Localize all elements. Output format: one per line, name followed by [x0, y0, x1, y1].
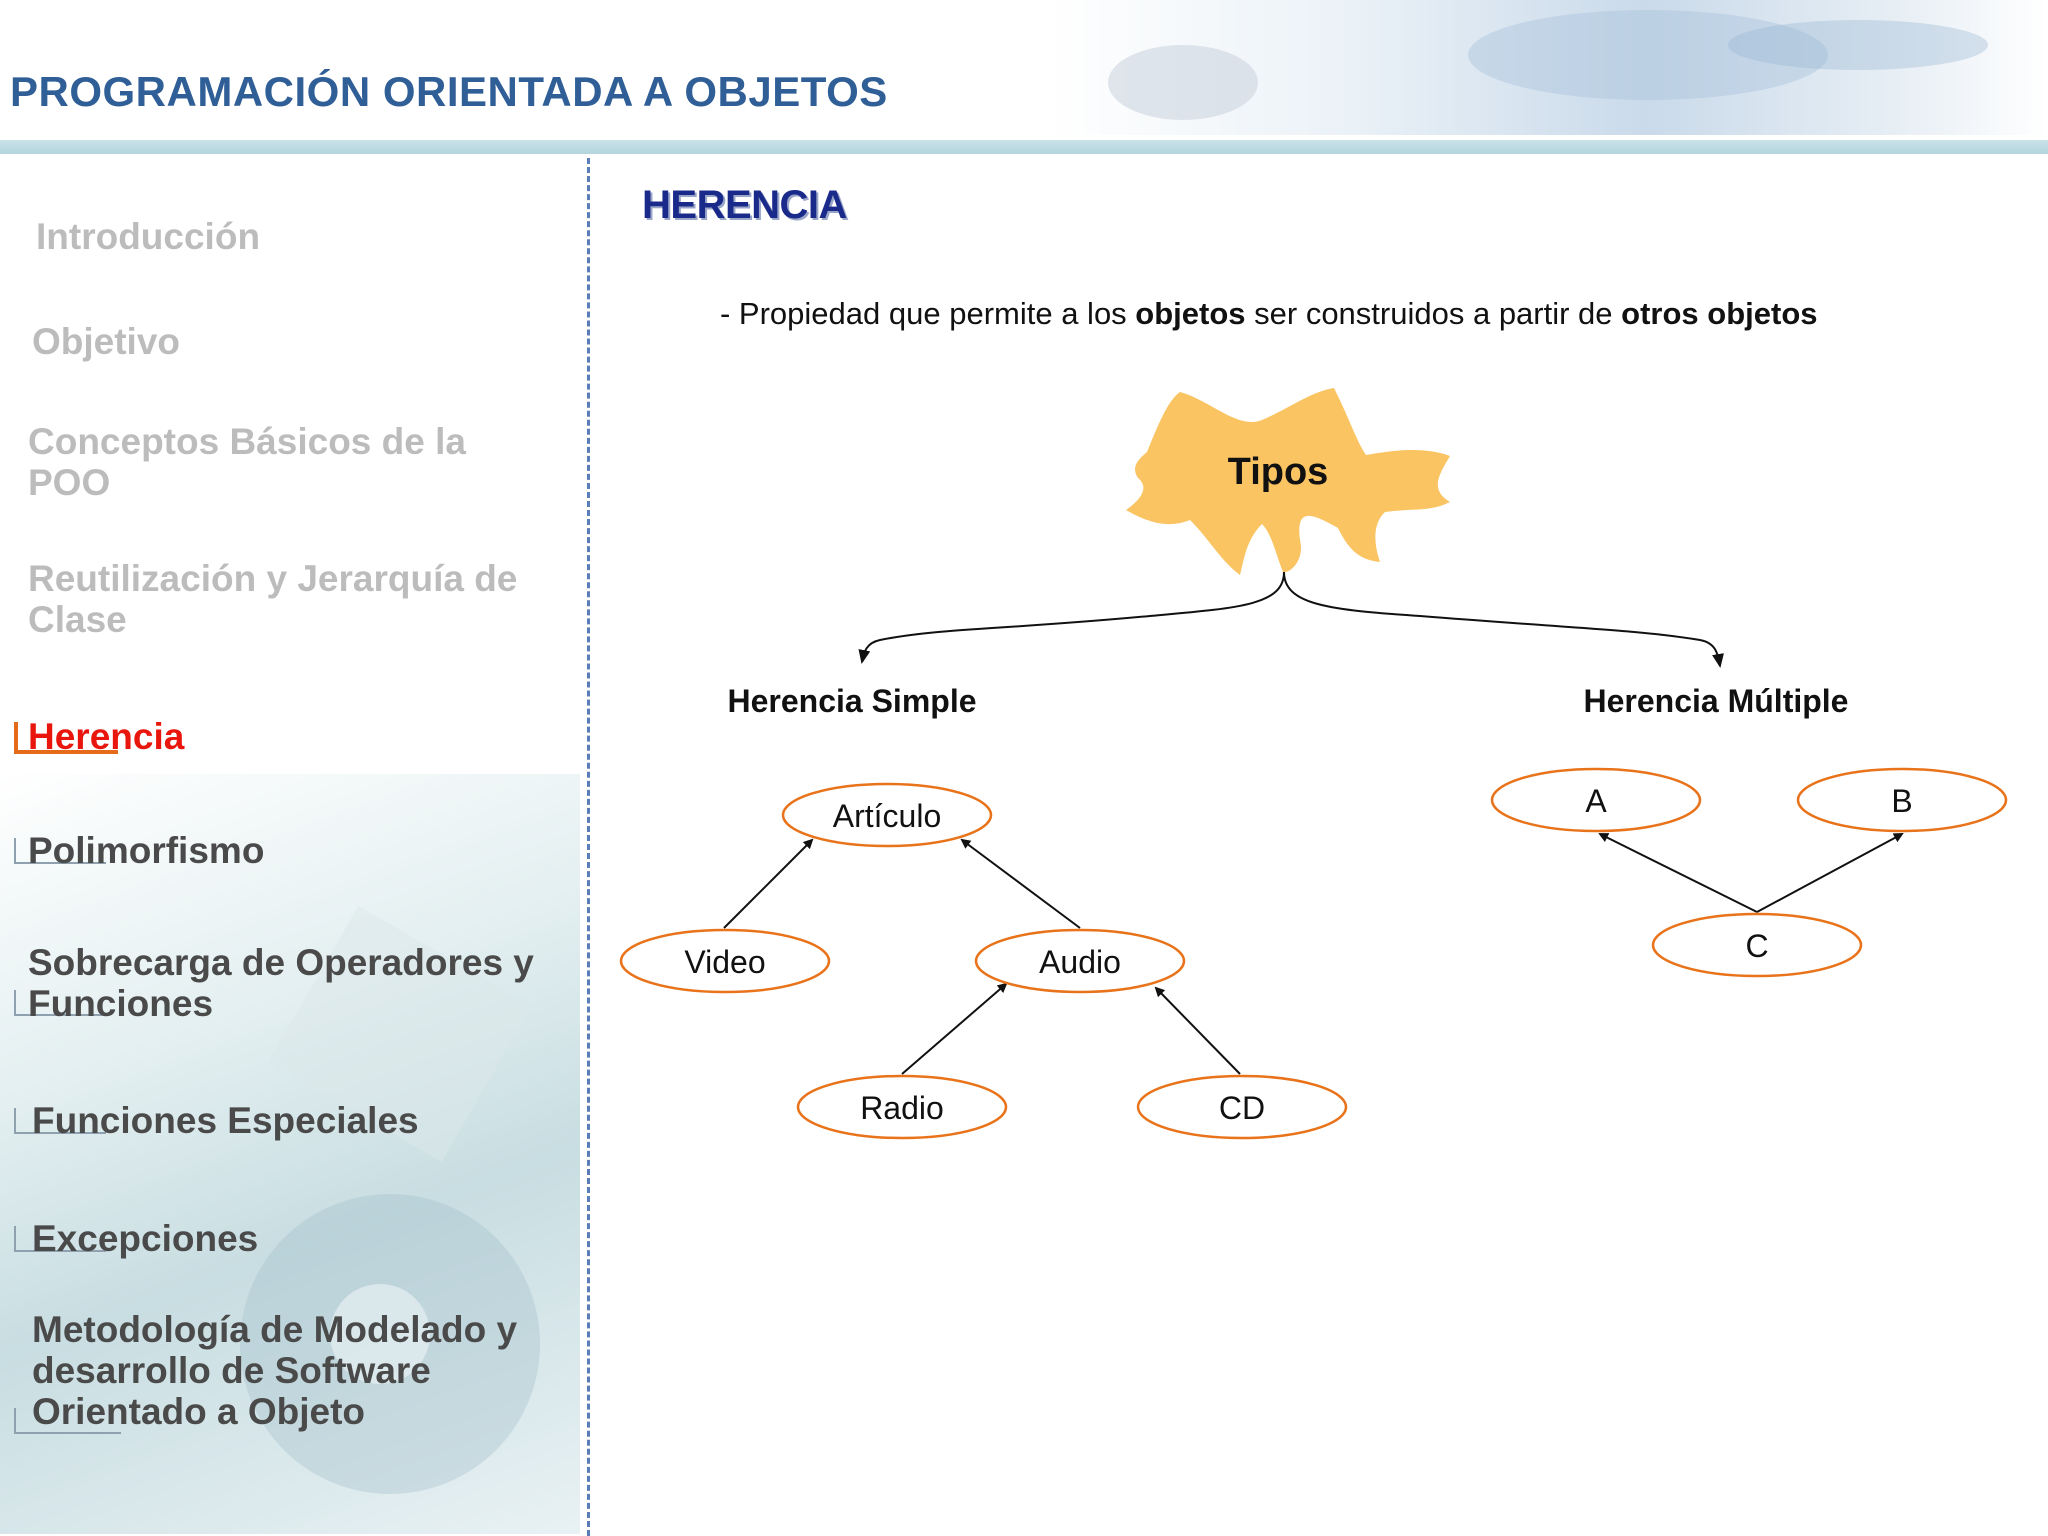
node-b — [1796, 767, 2008, 833]
description-part: - Propiedad que permite a los — [720, 296, 1136, 331]
nav-marker — [14, 1408, 121, 1434]
header-divider-bar — [0, 140, 2048, 154]
nav-marker-active — [14, 722, 118, 754]
node-radio — [796, 1074, 1008, 1140]
node-a — [1490, 767, 1702, 833]
nav-item-polimorfismo[interactable]: Polimorfismo — [28, 830, 265, 871]
header: PROGRAMACIÓN ORIENTADA A OBJETOS — [0, 0, 2048, 140]
nav-item-conceptos-basicos[interactable]: Conceptos Básicos de la POO — [28, 421, 466, 503]
node-c — [1651, 912, 1863, 978]
description-text: - Propiedad que permite a los objetos se… — [720, 296, 1818, 332]
node-radio-label: Radio — [860, 1090, 944, 1126]
node-video — [619, 928, 831, 994]
edge-radio-audio — [901, 982, 1008, 1075]
brace-connector — [858, 571, 1285, 664]
nav-marker — [14, 1108, 106, 1134]
sidebar-background-image — [0, 774, 580, 1534]
node-cd — [1136, 1074, 1348, 1140]
nav-marker — [14, 990, 106, 1016]
tipos-label: Tipos — [1228, 451, 1329, 493]
sidebar — [0, 154, 586, 1536]
edge-c-a — [1598, 833, 1758, 913]
description-bold: otros objetos — [1621, 296, 1818, 331]
node-articulo — [781, 782, 993, 848]
description-part: ser construidos a partir de — [1245, 296, 1622, 331]
node-cd-label: CD — [1219, 1090, 1265, 1126]
node-audio-label: Audio — [1039, 944, 1121, 980]
nav-marker — [14, 838, 106, 864]
nav-item-funciones-especiales[interactable]: Funciones Especiales — [32, 1100, 419, 1141]
edge-c-b — [1756, 833, 1904, 913]
edge-audio-articulo — [960, 838, 1081, 929]
node-b-label: B — [1891, 783, 1912, 819]
node-c-label: C — [1745, 928, 1768, 964]
nav-item-introduccion[interactable]: Introducción — [36, 216, 261, 257]
node-video-label: Video — [684, 944, 765, 980]
nav-item-herencia[interactable]: Herencia — [28, 716, 185, 757]
description-bold: objetos — [1135, 296, 1246, 331]
node-audio — [974, 928, 1186, 994]
nav-marker — [14, 1226, 106, 1252]
node-a-label: A — [1585, 783, 1607, 819]
nav-item-excepciones[interactable]: Excepciones — [32, 1218, 259, 1259]
section-title: HERENCIA — [642, 183, 847, 227]
page-title: PROGRAMACIÓN ORIENTADA A OBJETOS — [10, 68, 888, 115]
sidebar-divider — [587, 158, 590, 1536]
nav-item-reutilizacion[interactable]: Reutilización y Jerarquía de Clase — [28, 558, 518, 640]
edge-cd-audio — [1154, 986, 1241, 1075]
edge-video-articulo — [723, 838, 814, 929]
brace-connector — [1283, 571, 1724, 668]
nav-item-objetivo[interactable]: Objetivo — [32, 321, 181, 362]
nav-item-metodologia[interactable]: Metodología de Modelado y desarrollo de … — [32, 1309, 518, 1432]
header-banner-image — [1048, 0, 2048, 135]
herencia-simple-label: Herencia Simple — [728, 683, 977, 719]
herencia-multiple-label: Herencia Múltiple — [1584, 683, 1849, 719]
nav-item-sobrecarga[interactable]: Sobrecarga de Operadores y Funciones — [28, 942, 534, 1024]
tipos-burst-shape — [1126, 388, 1450, 575]
node-articulo-label: Artículo — [833, 798, 941, 834]
